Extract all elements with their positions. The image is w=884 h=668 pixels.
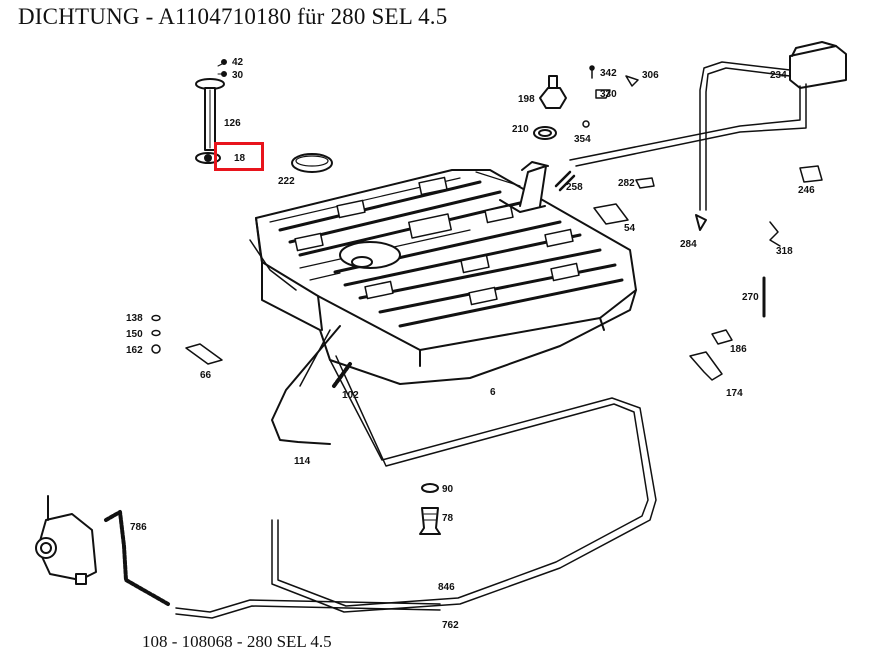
clip-318: [769, 221, 781, 247]
vent-canister: [569, 41, 847, 231]
filler-cap: [533, 75, 567, 140]
page-title: DICHTUNG - A1104710180 für 280 SEL 4.5: [18, 4, 448, 29]
bracket-54: [593, 203, 629, 225]
part-labels: 42 30 126 18 222 198 342 306 330 234 210…: [126, 57, 815, 631]
label-234: 234: [770, 70, 787, 81]
small-fasteners: [582, 65, 639, 128]
label-18: 18: [234, 153, 246, 164]
label-78: 78: [442, 513, 454, 524]
hose-102: [332, 362, 352, 388]
label-6: 6: [490, 387, 496, 398]
label-282: 282: [618, 178, 635, 189]
label-786: 786: [130, 522, 147, 533]
vent-tube: [554, 170, 576, 192]
footer-caption: 108 - 108068 - 280 SEL 4.5: [142, 632, 332, 651]
label-762: 762: [442, 620, 459, 631]
label-66: 66: [200, 370, 212, 381]
label-306: 306: [642, 70, 659, 81]
label-102: 102: [342, 390, 359, 401]
label-162: 162: [126, 345, 143, 356]
clip-282: [635, 177, 655, 189]
label-138: 138: [126, 313, 143, 324]
label-354: 354: [574, 134, 591, 145]
label-330: 330: [600, 89, 617, 100]
drain-plug: [419, 483, 441, 535]
label-54: 54: [624, 223, 636, 234]
hose-786: [104, 510, 170, 606]
highlight-box-part-18: [214, 142, 264, 171]
label-42: 42: [232, 57, 244, 68]
label-342: 342: [600, 68, 617, 79]
hardware-set: [151, 314, 161, 354]
label-198: 198: [518, 94, 535, 105]
label-174: 174: [726, 388, 743, 399]
fuel-pump: [35, 495, 97, 585]
gasket-ring: [291, 153, 333, 173]
label-210: 210: [512, 124, 529, 135]
pad-186: [711, 329, 733, 345]
label-318: 318: [776, 246, 793, 257]
label-846: 846: [438, 582, 455, 593]
line-114: [271, 325, 341, 445]
plate-66: [185, 343, 223, 365]
label-258: 258: [566, 182, 583, 193]
label-270: 270: [742, 292, 759, 303]
label-30: 30: [232, 70, 244, 81]
label-222: 222: [278, 176, 295, 187]
clip-246: [799, 165, 823, 183]
label-246: 246: [798, 185, 815, 196]
label-90: 90: [442, 484, 454, 495]
label-114: 114: [294, 456, 311, 467]
label-284: 284: [680, 239, 697, 250]
fuel-lines: [175, 355, 657, 619]
fuel-tank: [249, 161, 637, 385]
sender-unit: [195, 59, 227, 164]
label-150: 150: [126, 329, 143, 340]
label-186: 186: [730, 344, 747, 355]
label-126: 126: [224, 118, 241, 129]
bracket-174: [689, 351, 723, 381]
